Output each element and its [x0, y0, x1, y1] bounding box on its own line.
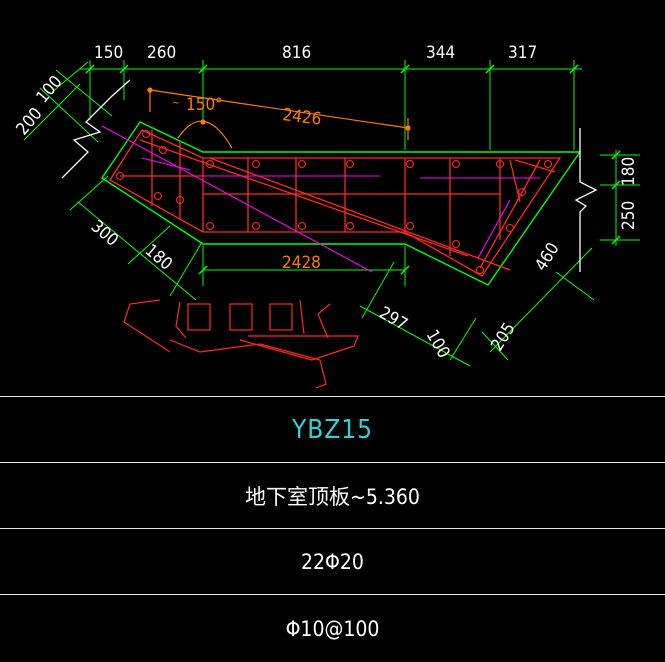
lower-right-dim-297: 297 [376, 303, 411, 335]
table-row-stirrup: Φ10@100 [0, 594, 665, 662]
lower-right-dim-460: 460 [531, 239, 563, 274]
lower-left-dim-180: 180 [141, 241, 176, 275]
column-name: YBZ15 [291, 415, 374, 445]
table-row-elevation: 地下室顶板~5.360 [0, 462, 665, 529]
stirrup-reinforcement: Φ10@100 [285, 616, 380, 641]
elevation-range: 地下室顶板~5.360 [245, 485, 420, 509]
break-lines [61, 79, 598, 272]
right-dim-250: 250 [619, 201, 639, 230]
lower-left-dim-300: 300 [87, 217, 122, 251]
left-dim-200: 200 [13, 104, 47, 139]
top-dim-150: 150 [94, 43, 123, 63]
top-dim-317: 317 [508, 43, 537, 63]
rebar-cage [109, 129, 562, 277]
tie-lines [101, 125, 540, 273]
top-dim-260: 260 [147, 43, 176, 63]
dimension-ticks [85, 64, 621, 275]
table-row-name: YBZ15 [0, 396, 665, 463]
column-section-drawing: 150 260 816 344 317 200 100 150° ~ 2426 … [13, 43, 640, 389]
angle-label: 150° [186, 95, 223, 115]
angle-label-prefix: ~ [172, 98, 180, 109]
table-row-longitudinal: 22Φ20 [0, 528, 665, 595]
longitudinal-reinforcement: 22Φ20 [301, 550, 364, 574]
dimension-lines [23, 60, 640, 367]
rebar-bars [115, 129, 553, 275]
top-bar-length: 2426 [281, 105, 322, 130]
top-dim-344: 344 [426, 43, 455, 63]
lower-right-dim-100: 100 [422, 327, 454, 362]
section-outline [101, 121, 582, 286]
right-dim-180: 180 [619, 157, 639, 186]
bottom-bar-length: 2428 [282, 253, 321, 273]
top-dim-816: 816 [282, 43, 311, 63]
stirrup-shapes [123, 299, 359, 389]
angle-marker [147, 87, 411, 149]
